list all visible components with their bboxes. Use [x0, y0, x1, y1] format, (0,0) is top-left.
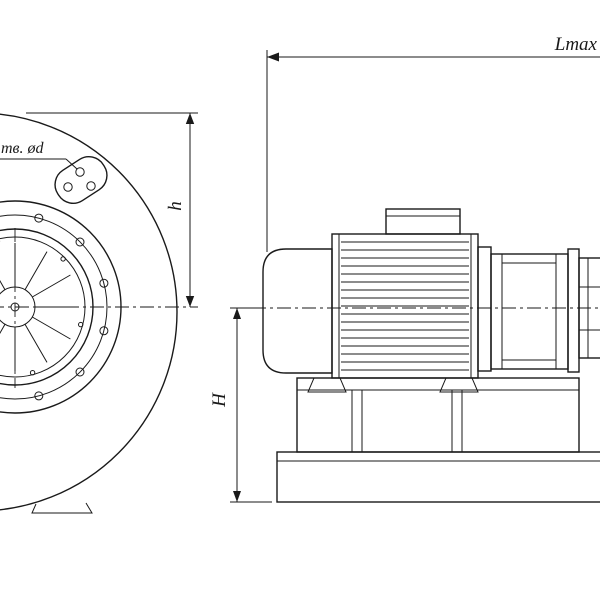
- dimension-height-label: H: [209, 392, 230, 408]
- support-frame: [296, 377, 580, 453]
- housing-foot: [31, 502, 93, 514]
- base-plate: [276, 451, 600, 503]
- motor-terminal-box: [385, 208, 461, 235]
- dimension-height: H: [209, 307, 272, 503]
- side-view: Lmax H: [209, 34, 600, 503]
- mounting-lug: [54, 156, 108, 204]
- holes-dimension-note: тв. ød: [0, 140, 78, 170]
- impeller-blades: [0, 243, 79, 371]
- front-view: тв. ød h: [0, 112, 198, 514]
- fan-housing-outline: [0, 113, 178, 511]
- dimension-lmax-label: Lmax: [554, 34, 598, 55]
- impeller-rivets: [0, 240, 84, 376]
- dimension-h: h: [26, 112, 198, 307]
- fan-coupling: [578, 257, 600, 359]
- inlet-flange: [0, 200, 122, 414]
- holes-note-label: тв. ød: [1, 140, 45, 157]
- dimension-lmax: Lmax: [266, 34, 600, 252]
- flange-bolt-holes: [34, 213, 109, 401]
- impeller: [0, 240, 84, 376]
- motor-cooling-fins: [341, 241, 469, 371]
- bearing-assembly: [477, 246, 580, 373]
- motor-end-cap: [262, 248, 333, 374]
- shaft-center: [10, 302, 20, 312]
- dimension-h-label: h: [165, 201, 186, 211]
- motor-body: [331, 233, 479, 379]
